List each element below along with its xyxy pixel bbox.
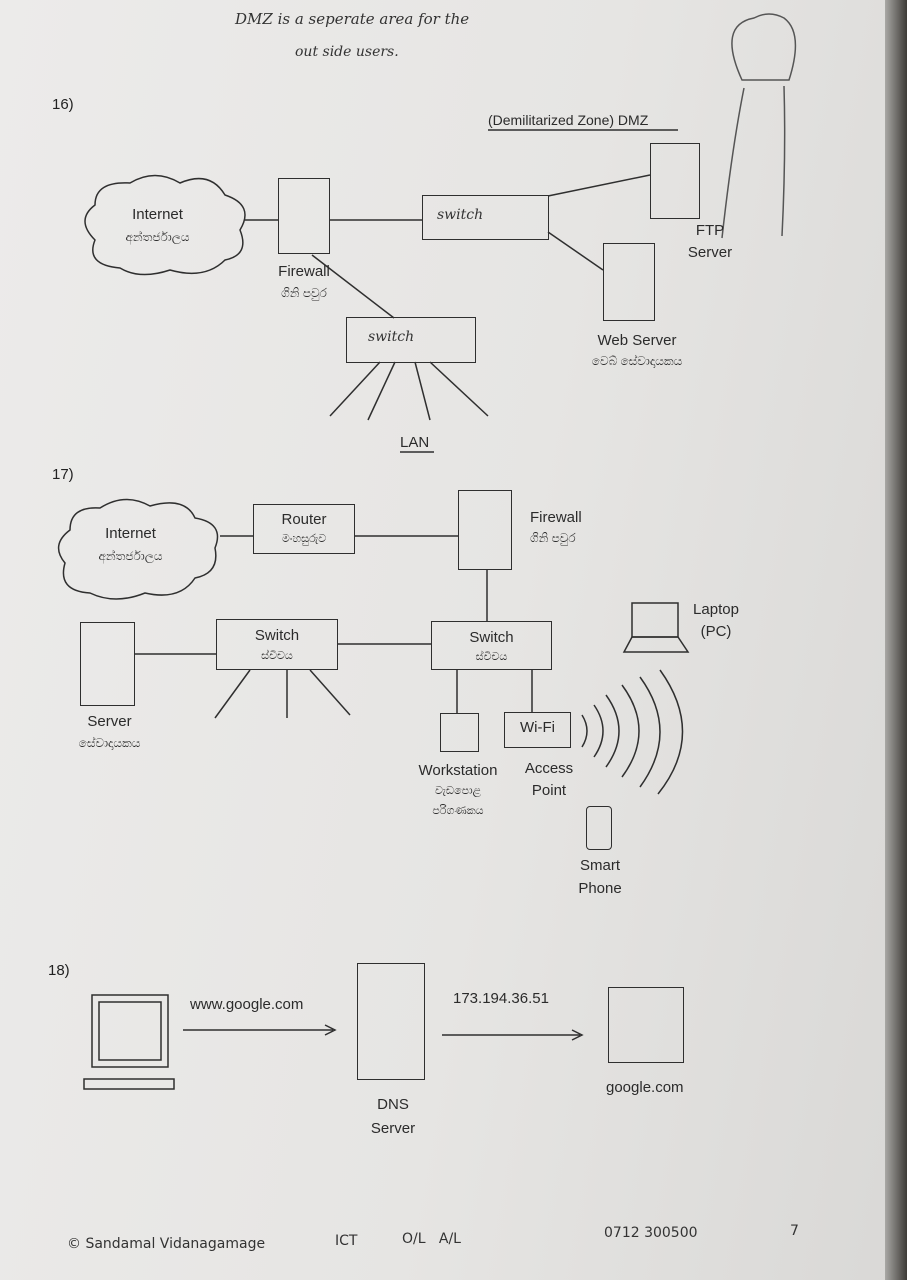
web-server-si-label: වෙබ් සේවාදායකය (591, 354, 683, 368)
switch-box-lan (346, 317, 476, 363)
switch-box-right (431, 621, 552, 670)
footer-page-number: 7 (790, 1223, 799, 1239)
dmz-title: (Demilitarized Zone) DMZ (488, 112, 649, 128)
switch-box-left (216, 619, 338, 670)
smart-phone-label-line2: Phone (578, 880, 622, 897)
firewall-box-17 (458, 490, 512, 570)
url-label: www.google.com (190, 996, 304, 1013)
wifi-label: Wi-Fi (520, 719, 555, 736)
switch-right-si-label: ස්විචය (475, 651, 508, 663)
google-label: google.com (606, 1079, 684, 1096)
router-box (253, 504, 355, 554)
handwritten-note-line2: out side users. (295, 44, 399, 60)
ftp-label-line1: FTP (695, 222, 725, 239)
switch-left-si-label: ස්විචය (261, 650, 293, 662)
google-server-box (608, 987, 684, 1063)
switch-left-label: Switch (254, 627, 300, 644)
ip-address-label: 173.194.36.51 (453, 990, 549, 1007)
footer-levels: O/L A/L (402, 1231, 461, 1247)
wifi-access-point-box (504, 712, 571, 748)
question-17-number: 17) (52, 466, 74, 483)
page-edge-shadow (885, 0, 907, 1280)
cloud-17 (57, 498, 219, 600)
smart-phone-icon (586, 806, 612, 850)
web-server-label: Web Server (597, 332, 677, 349)
server-box-17 (80, 622, 135, 706)
handwritten-note-line1: DMZ is a seperate area for the (235, 10, 470, 28)
workstation-box (440, 713, 479, 752)
dns-label-line2: Server (370, 1120, 416, 1137)
server-si-label-17: සේවාදායකය (78, 736, 141, 750)
switch-label-dmz: switch (437, 207, 484, 223)
internet-si-label-16: අන්තර්ජාලය (125, 230, 190, 244)
internet-si-label-17: අන්තර්ජාලය (98, 549, 163, 563)
dns-label-line1: DNS (377, 1096, 409, 1113)
firewall-label-16: Firewall (278, 263, 330, 280)
ftp-server-box (650, 143, 700, 219)
firewall-label-17: Firewall (530, 509, 582, 526)
footer-phone: 0712 300500 (604, 1225, 698, 1241)
question-18-number: 18) (48, 962, 70, 979)
web-server-box (603, 243, 655, 321)
server-label-17: Server (87, 713, 132, 730)
internet-label-17: Internet (105, 525, 156, 542)
laptop-label-line1: Laptop (693, 601, 739, 618)
router-label: Router (281, 511, 327, 528)
workstation-si-label1: වැඩපොළ (434, 785, 482, 797)
dns-server-box (357, 963, 425, 1080)
router-si-label: මංහසුරුව (281, 533, 327, 545)
laptop-label-line2: (PC) (700, 623, 732, 640)
lan-label: LAN (400, 434, 430, 451)
switch-right-label: Switch (469, 629, 514, 646)
access-point-label-line1: Access (524, 760, 574, 777)
switch-label-lan: switch (368, 329, 415, 345)
firewall-si-label-17: ගිනි පවුර (530, 531, 576, 545)
firewall-box-16 (278, 178, 330, 254)
internet-label-16: Internet (132, 206, 183, 223)
question-16-number: 16) (52, 96, 74, 113)
workstation-label: Workstation (418, 762, 498, 779)
ftp-label-line2: Server (687, 244, 733, 261)
smart-phone-label-line1: Smart (579, 857, 620, 874)
firewall-si-label-16: ගිනි පවුර (281, 286, 327, 300)
workstation-si-label2: පරිගණකය (432, 805, 484, 817)
switch-box-dmz (422, 195, 549, 240)
access-point-label-line2: Point (531, 782, 567, 799)
cloud-16 (84, 174, 246, 276)
footer-author: © Sandamal Vidanagamage (67, 1236, 266, 1252)
footer-subject: ICT (335, 1233, 358, 1249)
